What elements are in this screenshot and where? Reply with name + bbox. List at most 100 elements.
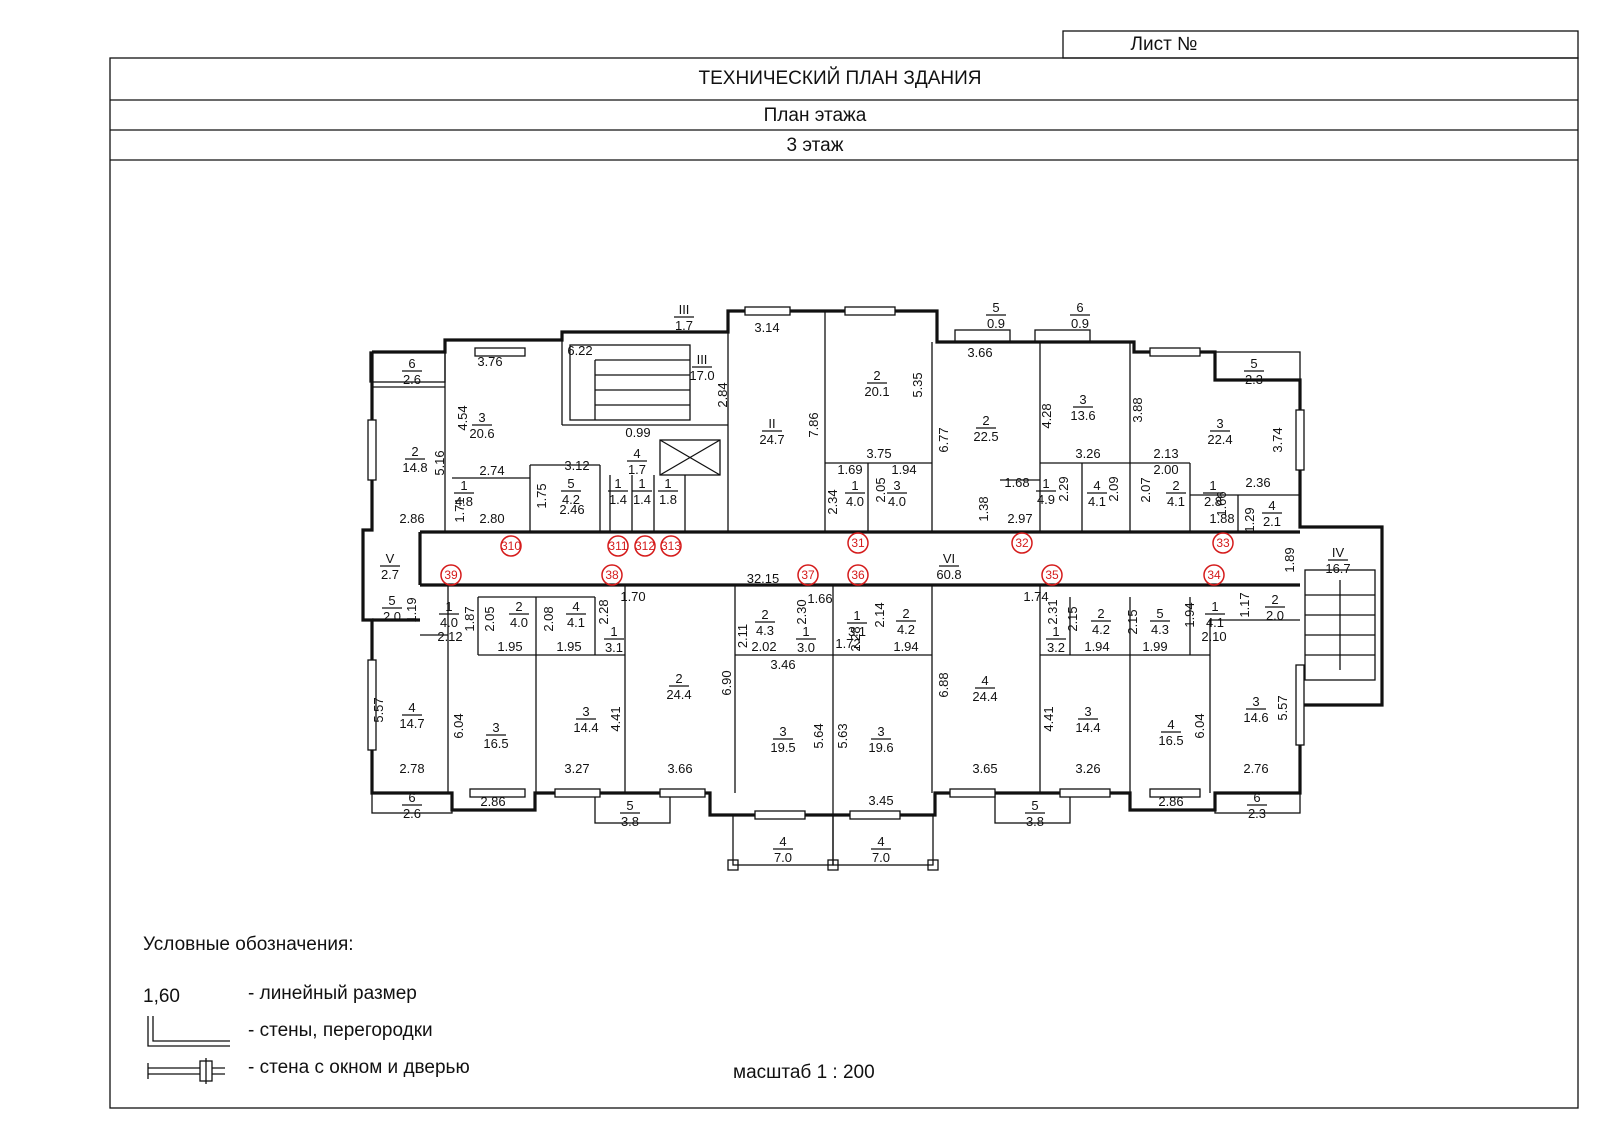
dimension-label: 2.29 [1056, 476, 1071, 501]
room-area: 14.6 [1243, 710, 1268, 725]
scale-label: масштаб 1 : 200 [733, 1062, 875, 1083]
room-area: 1.7 [628, 462, 646, 477]
dimension-label: 1.66 [807, 591, 832, 606]
room-area: 3.1 [848, 624, 866, 639]
room-area: 2.7 [381, 567, 399, 582]
room-label: 314.6 [1243, 694, 1268, 725]
room-area: 2.3 [1245, 372, 1263, 387]
room-label: 220.1 [864, 368, 889, 399]
dimension-label: 1.88 [1209, 511, 1234, 526]
room-area: 19.5 [770, 740, 795, 755]
room-number: 3 [1079, 392, 1086, 407]
dimension-label: 1.94 [893, 639, 918, 654]
room-number: 1 [445, 599, 452, 614]
dimension-label: 4.54 [455, 405, 470, 430]
room-label: 53.8 [1025, 798, 1045, 829]
room-number: 4 [877, 834, 884, 849]
room-number: 1 [853, 608, 860, 623]
room-number: 1 [1052, 624, 1059, 639]
room-area: 13.6 [1070, 408, 1095, 423]
room-area: 3.0 [797, 640, 815, 655]
building-walls [361, 306, 1384, 871]
legend-linear-size: - линейный размер [248, 983, 417, 1004]
room-label: 13.2 [1046, 624, 1066, 655]
marker-36: 36 [847, 564, 869, 586]
room-label: 24.1 [1166, 478, 1186, 509]
dimension-label: 3.88 [1130, 397, 1145, 422]
room-number: 3 [478, 410, 485, 425]
dimension-label: 1.74 [1023, 589, 1048, 604]
marker-circle [660, 535, 682, 557]
room-label: 313.6 [1070, 392, 1095, 423]
dimension-label: 5.16 [432, 450, 447, 475]
room-area: 1.7 [675, 318, 693, 333]
dimension-label: 2.34 [825, 489, 840, 514]
room-label: 44.1 [566, 599, 586, 630]
room-label: 222.5 [973, 413, 998, 444]
marker-circle [601, 564, 623, 586]
room-label: 314.4 [573, 704, 598, 735]
marker-label: 313 [661, 539, 681, 553]
dimension-label: 3.66 [967, 345, 992, 360]
room-label: 319.5 [770, 724, 795, 755]
room-label: 62.3 [1247, 790, 1267, 821]
room-area: 16.5 [483, 736, 508, 751]
room-area: 4.1 [1206, 615, 1224, 630]
marker-label: 38 [605, 568, 619, 582]
dimension-label: 2.09 [1106, 476, 1121, 501]
dimension-label: 1.94 [891, 462, 916, 477]
dimension-label: 1.95 [556, 639, 581, 654]
room-label: 214.8 [402, 444, 427, 475]
room-labels: 62.6214.8320.614.854.2III17.0III1.741.71… [380, 300, 1351, 865]
marker-circle [634, 535, 656, 557]
dimension-label: 1.99 [1142, 639, 1167, 654]
room-label: 319.6 [868, 724, 893, 755]
legend-title: Условные обозначения: [143, 934, 354, 955]
marker-label: 311 [608, 539, 627, 553]
room-number: 5 [1156, 606, 1163, 621]
room-number: 1 [851, 478, 858, 493]
room-number: 3 [1216, 416, 1223, 431]
dimension-label: 2.13 [1153, 446, 1178, 461]
dimension-label: 2.80 [479, 511, 504, 526]
dimension-label: 2.74 [479, 463, 504, 478]
room-area: 3.1 [605, 640, 623, 655]
room-number: 2 [1271, 592, 1278, 607]
room-area: 7.0 [872, 850, 890, 865]
marker-label: 310 [501, 539, 521, 553]
room-number: 3 [1252, 694, 1259, 709]
room-area: 7.0 [774, 850, 792, 865]
room-number: 1 [610, 624, 617, 639]
room-number: 2 [1172, 478, 1179, 493]
room-label: 414.7 [399, 700, 424, 731]
room-label: 416.5 [1158, 717, 1183, 748]
marker-circle [847, 564, 869, 586]
marker-37: 37 [797, 564, 819, 586]
legend-wall-symbol [147, 1016, 230, 1047]
room-number: 5 [388, 593, 395, 608]
room-number: 1 [460, 478, 467, 493]
room-area: 4.2 [897, 622, 915, 637]
marker-label: 37 [801, 568, 815, 582]
dimension-label: 1.94 [1182, 602, 1197, 627]
room-label: 62.6 [402, 790, 422, 821]
room-label: 14.0 [845, 478, 865, 509]
dimension-label: 5.35 [910, 372, 925, 397]
room-number: 6 [408, 356, 415, 371]
room-area: 24.4 [972, 689, 997, 704]
room-area: 22.4 [1207, 432, 1232, 447]
dimension-label: 2.05 [873, 477, 888, 502]
dimension-label: 1.66 [1214, 491, 1229, 516]
marker-38: 38 [601, 564, 623, 586]
dimension-label: 1.69 [837, 462, 862, 477]
sheet-number-label: Лист № [1131, 34, 1198, 55]
room-number: 1 [1211, 599, 1218, 614]
room-area: 4.9 [1037, 492, 1055, 507]
room-label: 44.1 [1087, 478, 1107, 509]
room-area: 3.2 [1047, 640, 1065, 655]
room-label: 24.0 [509, 599, 529, 630]
room-area: 4.0 [888, 494, 906, 509]
room-area: 4.1 [1167, 494, 1185, 509]
room-label: 14.8 [454, 478, 474, 509]
